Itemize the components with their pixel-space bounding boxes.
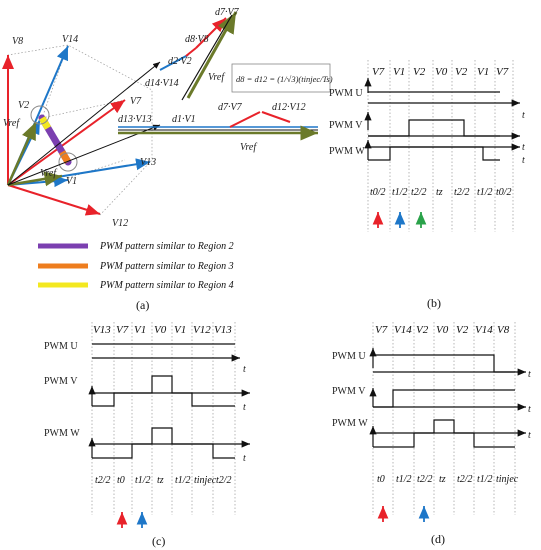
chain-label: d7·V7 [215, 7, 240, 18]
chain-label: d7·V7 [218, 102, 243, 113]
row-label-pwm-u: PWM U [329, 88, 363, 99]
vector-label: V12 [112, 218, 128, 229]
legend: PWM pattern similar to Region 2 PWM patt… [38, 241, 234, 291]
header-vector: V1 [477, 66, 489, 78]
axis-label: t [243, 402, 246, 413]
time-label: t1/2 [477, 187, 493, 198]
vector-label: V8 [12, 36, 23, 47]
header-vector: V7 [496, 66, 509, 78]
panel-d-labels: V7 V14 V2 V0 V2 V14 V8 PWM U PWM V PWM W… [332, 324, 531, 522]
time-label: t0/2 [496, 187, 512, 198]
chain-label: Vref [240, 142, 257, 153]
time-label: t1/2 [477, 474, 493, 485]
time-label: tinjec [496, 474, 519, 485]
time-label: t0 [117, 475, 125, 486]
panel-d [369, 322, 526, 515]
header-vector: V7 [116, 324, 129, 336]
axis-label: t [243, 453, 246, 464]
legend-label: PWM pattern similar to Region 2 [99, 241, 234, 252]
header-vector: V0 [436, 324, 449, 336]
caption-d: (d) [431, 532, 445, 546]
vector-diagram: V8 V14 V2 V7 V13 V1 V12 Vref Vref d7·V7 … [1, 7, 333, 229]
axis-label: t [528, 404, 531, 415]
row-label-pwm-v: PWM V [332, 386, 366, 397]
header-vector: V7 [372, 66, 385, 78]
panel-b [364, 60, 520, 232]
vector-v7-arrow [7, 99, 126, 186]
header-vector: V1 [393, 66, 405, 78]
header-vector: V2 [456, 324, 469, 336]
chain-label: d13·V13 [118, 114, 152, 125]
caption-a: (a) [136, 298, 149, 312]
time-label: tinjec [194, 475, 217, 486]
header-vector: V12 [193, 324, 211, 336]
time-label: t1/2 [392, 187, 408, 198]
time-label: t2/2 [454, 187, 470, 198]
time-label: t2/2 [95, 475, 111, 486]
row-label-pwm-v: PWM V [329, 120, 363, 131]
time-label: t0/2 [370, 187, 386, 198]
vector-label: Vref [40, 168, 57, 179]
vector-label: V1 [66, 176, 77, 187]
chain-label: d14·V14 [145, 78, 179, 89]
header-vector: V8 [497, 324, 510, 336]
time-label: tz [436, 187, 443, 198]
row-label-pwm-u: PWM U [332, 351, 366, 362]
header-vector: V13 [214, 324, 232, 336]
axis-label: t [243, 364, 246, 375]
header-vector: V2 [455, 66, 468, 78]
chain-label: d12·V12 [272, 102, 306, 113]
axis-label: t [522, 155, 525, 166]
panel-b-labels: V7 V1 V2 V0 V2 V1 V7 PWM U PWM V PWM W t… [329, 66, 525, 228]
time-label: t1/2 [135, 475, 151, 486]
row-label-pwm-w: PWM W [44, 428, 80, 439]
caption-c: (c) [152, 534, 165, 548]
time-label: t2/2 [457, 474, 473, 485]
chain-label: d2·V2 [168, 56, 192, 67]
axis-label: t [528, 430, 531, 441]
axis-label: t [522, 142, 525, 153]
row-label-pwm-v: PWM V [44, 376, 78, 387]
header-vector: V1 [134, 324, 146, 336]
vector-label: V14 [62, 34, 78, 45]
header-vector: V2 [416, 324, 429, 336]
header-vector: V7 [375, 324, 388, 336]
chain-label: d8·V8 [185, 34, 209, 45]
vector-label: Vref [3, 118, 20, 129]
chain-label: d1·V1 [172, 114, 196, 125]
time-label: tz [157, 475, 164, 486]
vector-label: V13 [140, 157, 156, 168]
vector-label: V2 [18, 100, 29, 111]
vector-v12-arrow [7, 184, 101, 216]
panel-c-labels: V13 V7 V1 V0 V1 V12 V13 PWM U PWM V PWM … [44, 324, 246, 528]
header-vector: V14 [475, 324, 493, 336]
time-label: t2/2 [411, 187, 427, 198]
time-label: t2/2 [417, 474, 433, 485]
header-vector: V2 [413, 66, 426, 78]
time-label: t2/2 [216, 475, 232, 486]
formula-text: d8 = d12 = (1/√3)(tinjec/Ts) [236, 74, 333, 84]
vector-label: V7 [130, 96, 142, 107]
header-vector: V0 [154, 324, 167, 336]
time-label: t1/2 [396, 474, 412, 485]
row-label-pwm-w: PWM W [332, 418, 368, 429]
axis-label: t [528, 369, 531, 380]
row-label-pwm-w: PWM W [329, 146, 365, 157]
legend-label: PWM pattern similar to Region 3 [99, 261, 234, 272]
time-label: tz [439, 474, 446, 485]
header-vector: V1 [174, 324, 186, 336]
header-vector: V13 [93, 324, 111, 336]
caption-b: (b) [427, 296, 441, 310]
row-label-pwm-u: PWM U [44, 341, 78, 352]
header-vector: V14 [394, 324, 412, 336]
axis-label: t [522, 110, 525, 121]
panel-c [88, 322, 250, 515]
header-vector: V0 [435, 66, 448, 78]
legend-label: PWM pattern similar to Region 4 [99, 280, 234, 291]
time-label: t0 [377, 474, 385, 485]
chain-label: Vref [208, 72, 225, 83]
time-label: t1/2 [175, 475, 191, 486]
